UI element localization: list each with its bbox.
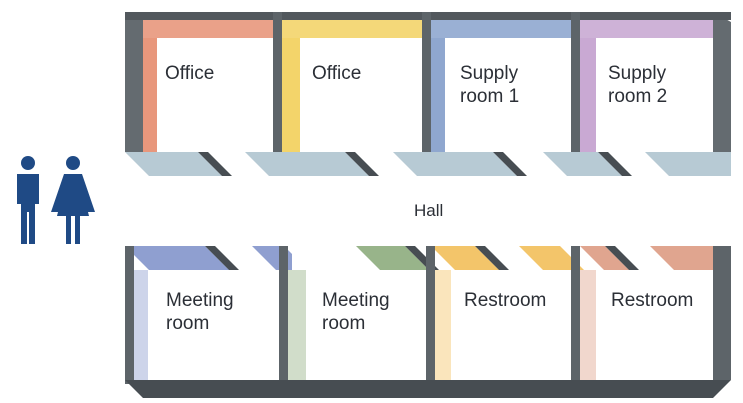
- bottom-wall-right: [713, 246, 731, 380]
- top-room-1-accent-left: [143, 20, 157, 152]
- bottom-room-3-accent-left: [435, 270, 451, 380]
- bottom-room-1-accent-left: [134, 270, 148, 380]
- hall-label: Hall: [414, 201, 443, 220]
- top-room-4-label-line2: room 2: [608, 86, 667, 107]
- top-room-3-accent-top: [431, 20, 571, 38]
- top-room-3-label-line1: Supply: [460, 63, 519, 84]
- bottom-room-1: Meeting room: [134, 270, 279, 380]
- bottom-wall-divider-2: [426, 246, 435, 380]
- top-room-4-accent-top: [580, 20, 713, 38]
- top-room-1-label: Office: [165, 63, 214, 84]
- bottom-room-1-label-line1: Meeting: [166, 290, 234, 311]
- top-door-jamb-4: [598, 152, 632, 176]
- bottom-room-2: Meeting room: [288, 270, 426, 380]
- top-room-2: Office: [282, 20, 422, 152]
- top-door-shadow-2: [245, 152, 369, 176]
- bottom-room-2-label-line1: Meeting: [322, 290, 390, 311]
- top-wall-divider-1: [273, 12, 282, 152]
- woman-icon: [51, 156, 95, 244]
- top-room-3-accent-left: [431, 20, 445, 152]
- bottom-door-4: [431, 246, 499, 270]
- bottom-door-5: [519, 246, 584, 270]
- bottom-door-3: [356, 246, 429, 270]
- top-wall-divider-2: [422, 12, 431, 152]
- top-room-2-label: Office: [312, 63, 361, 84]
- bottom-door-1: [125, 246, 229, 270]
- bottom-room-4-label: Restroom: [611, 290, 693, 311]
- top-wall-divider-3: [571, 12, 580, 152]
- top-room-3-label-line2: room 1: [460, 86, 519, 107]
- bottom-room-4: Restroom: [580, 270, 713, 380]
- bottom-room-3: Restroom: [435, 270, 571, 380]
- bottom-block: Meeting room Meeting room Restroom Restr…: [125, 246, 731, 398]
- top-door-jamb-1: [198, 152, 232, 176]
- top-room-1-accent-top: [143, 20, 273, 38]
- top-room-4-accent-left: [580, 20, 596, 152]
- bottom-room-2-label-line2: room: [322, 313, 365, 334]
- restroom-sign-icon: [17, 156, 95, 244]
- bottom-room-1-label-line2: room: [166, 313, 209, 334]
- bottom-door-7: [650, 246, 731, 270]
- man-icon: [17, 156, 39, 244]
- bottom-room-3-label: Restroom: [464, 290, 546, 311]
- top-door-jamb-3: [493, 152, 527, 176]
- bottom-wall-divider-1: [279, 246, 288, 380]
- bottom-wall-left: [125, 246, 134, 384]
- bottom-wall-base: [125, 380, 731, 398]
- top-door-shadow-3: [393, 152, 517, 176]
- bottom-door-jamb-1: [205, 246, 239, 270]
- top-block: Office Office Supply room 1 Supply room …: [125, 12, 731, 176]
- top-door-shadow-4: [543, 152, 622, 176]
- top-door-shadow-1: [125, 152, 222, 176]
- top-room-1: Office: [143, 20, 273, 152]
- top-room-4: Supply room 2: [580, 20, 713, 152]
- top-room-3: Supply room 1: [431, 20, 571, 152]
- bottom-room-2-accent-left: [288, 270, 306, 380]
- top-door-shadow-5: [645, 152, 731, 176]
- top-room-2-accent-top: [282, 20, 422, 38]
- bottom-wall-divider-3: [571, 246, 580, 380]
- bottom-room-4-accent-left: [580, 270, 596, 380]
- bottom-door-jamb-4: [605, 246, 639, 270]
- top-door-jamb-2: [345, 152, 379, 176]
- bottom-door-jamb-3: [475, 246, 509, 270]
- bottom-door-6: [580, 246, 629, 270]
- top-room-4-label-line1: Supply: [608, 63, 667, 84]
- top-room-2-accent-left: [282, 20, 300, 152]
